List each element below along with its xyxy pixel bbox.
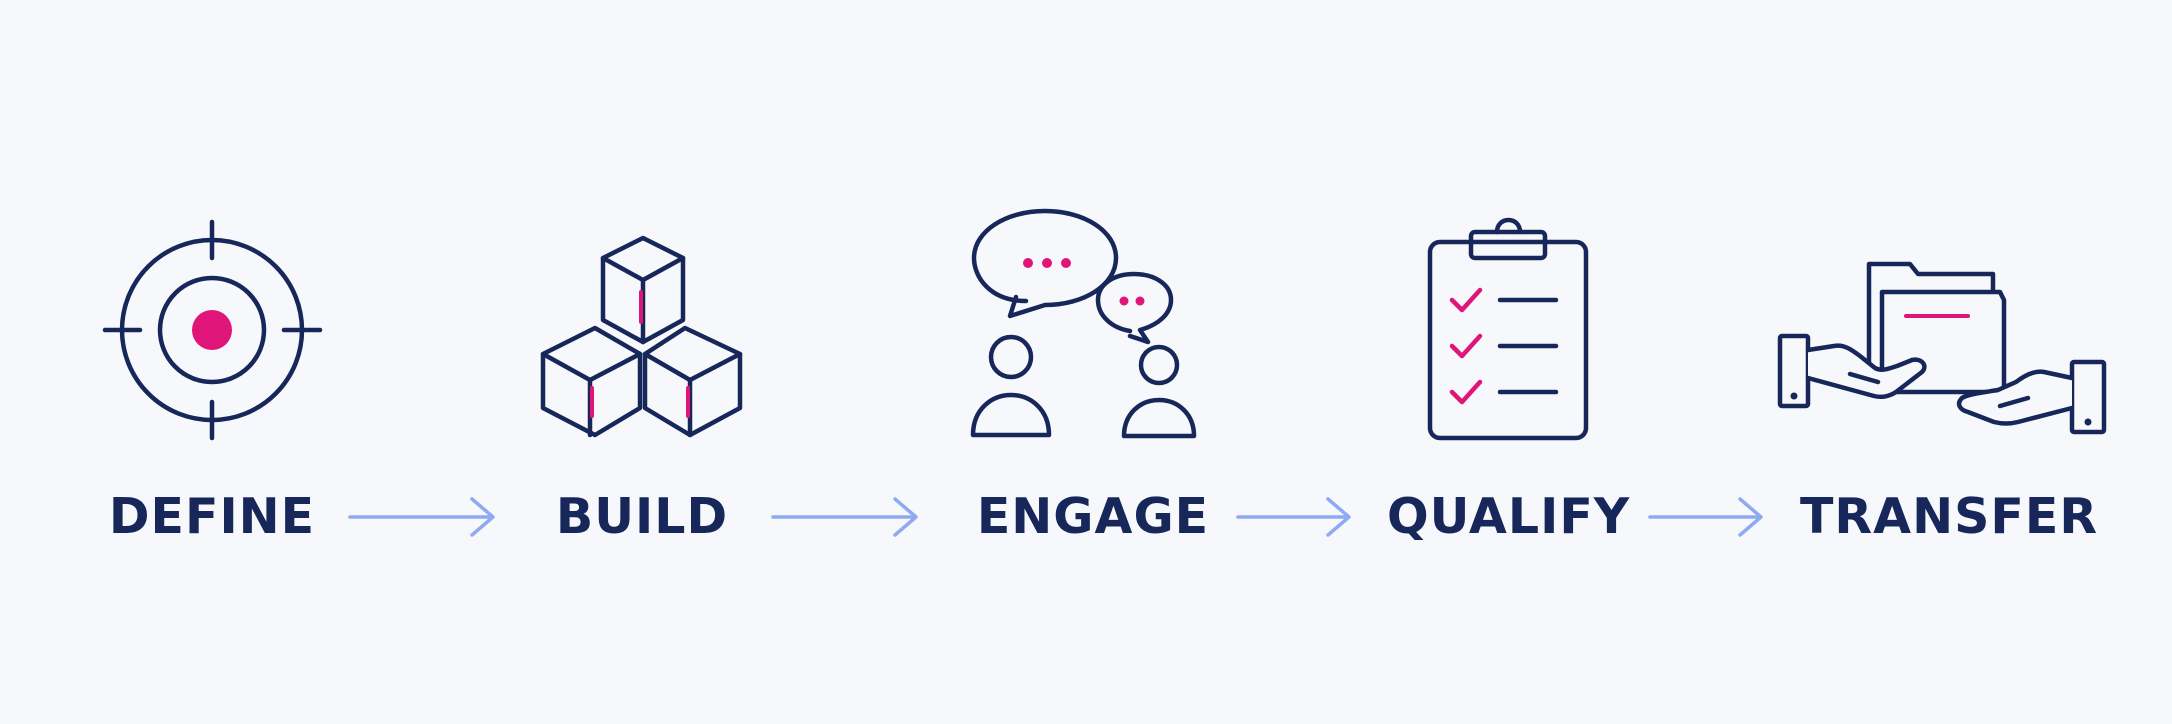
target-icon <box>102 219 323 441</box>
step-label-engage: ENGAGE <box>976 488 1210 545</box>
step-label-transfer: TRANSFER <box>1800 488 2099 545</box>
cubes-icon <box>540 235 743 438</box>
arrow-right-icon <box>1236 497 1351 537</box>
arrow-right-icon <box>348 497 495 537</box>
arrow-right-icon <box>771 497 918 537</box>
conversation-icon <box>970 208 1197 439</box>
step-label-qualify: QUALIFY <box>1387 488 1631 545</box>
arrow-right-icon <box>1648 497 1763 537</box>
handoff-folder-icon <box>1777 261 2107 435</box>
step-label-define: DEFINE <box>108 488 316 545</box>
step-label-build: BUILD <box>555 488 729 545</box>
clipboard-checklist-icon <box>1427 217 1589 441</box>
